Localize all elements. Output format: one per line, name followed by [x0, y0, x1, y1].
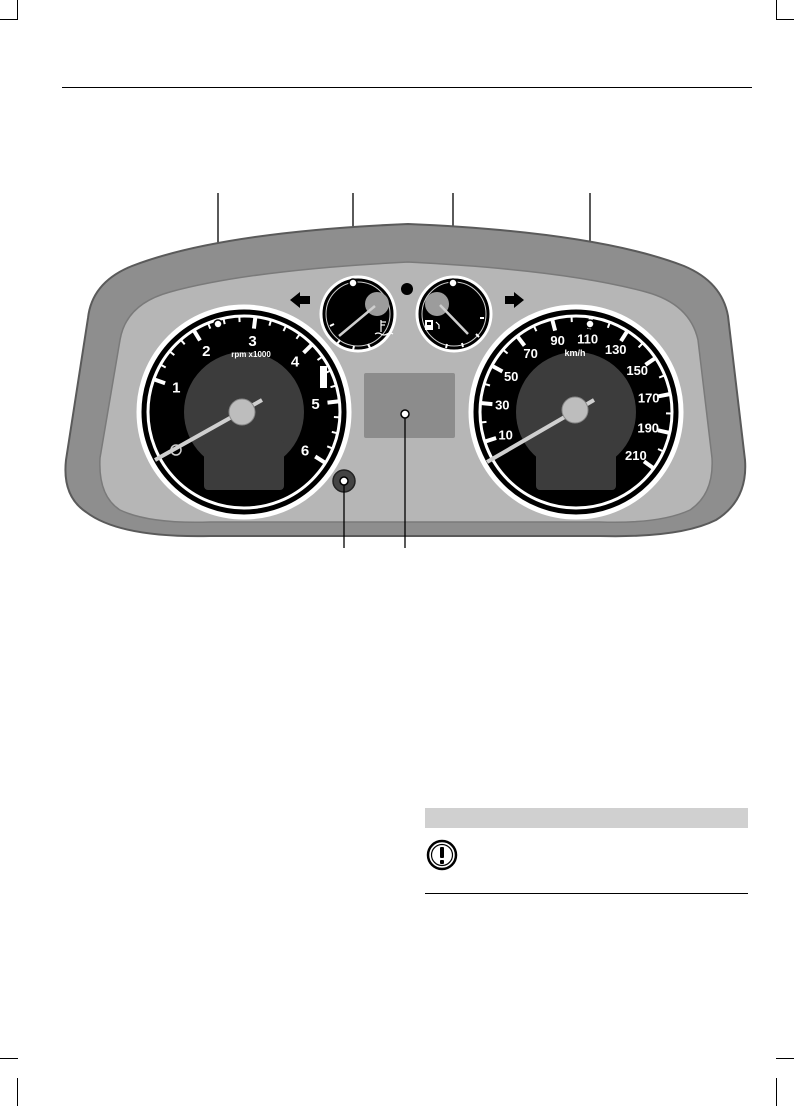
tachometer-scale-tick: [222, 317, 226, 325]
speedometer-scale-tick: [642, 459, 655, 471]
callout-dot-coolant: [348, 278, 358, 288]
tachometer-hub: [228, 398, 256, 426]
warning-exclamation-icon: [426, 839, 458, 871]
speedometer-scale-tick: [619, 329, 630, 343]
tachometer-scale-labels: 1 2 3 4 5 6: [172, 333, 320, 460]
speedometer-scale-tick: [532, 325, 538, 332]
speedometer-scale-tick: [480, 420, 487, 424]
callout-dot-speedometer: [585, 319, 595, 329]
callout-dot-tachometer: [213, 319, 223, 329]
tachometer-scale-label: 5: [311, 396, 319, 413]
tachometer-scale-tick: [316, 355, 323, 361]
speedometer-unit-label: km/h: [564, 348, 585, 358]
tachometer-scale-tick: [268, 319, 273, 326]
tachometer-scale-tick: [327, 399, 340, 405]
warning-bottom-rule: [425, 893, 748, 894]
tachometer-scale-tick: [153, 377, 166, 386]
speedometer-scale-tick: [484, 436, 497, 444]
information-display: [364, 373, 455, 438]
speedometer-scale-tick: [515, 334, 527, 347]
tachometer-scale-tick: [330, 384, 337, 389]
speedometer-scale-label: 190: [637, 421, 659, 436]
speedometer-scale-label: 110: [577, 332, 598, 347]
callout-dot-display: [400, 409, 410, 419]
instrument-cluster-illustration: 1 2 3 4 5 6 rpm x1000: [64, 193, 747, 548]
callout-dot-reset: [339, 476, 349, 486]
speedometer-scale-label: 210: [625, 448, 647, 463]
tachometer-scale-label: 6: [301, 442, 309, 459]
crop-mark-bottom-left-h: [0, 1058, 18, 1059]
tachometer-scale-tick: [314, 454, 327, 465]
speedometer-scale-label: 10: [498, 427, 512, 442]
speedometer-scale-tick: [502, 348, 509, 355]
speedometer-scale-tick: [550, 318, 558, 332]
tachometer-scale-label: 4: [291, 354, 300, 371]
tachometer-scale-label: 1: [172, 380, 180, 397]
coolant-temperature-icon: [374, 320, 394, 336]
speedometer-scale-tick: [480, 401, 493, 407]
tachometer: 1 2 3 4 5 6 rpm x1000: [136, 304, 352, 520]
tachometer-unit-label: rpm x1000: [231, 350, 271, 359]
tachometer-scale-tick: [207, 322, 212, 329]
speedometer-scale-tick: [658, 374, 666, 379]
tachometer-scale-tick: [160, 363, 167, 369]
right-turn-arrow-icon: [505, 292, 524, 308]
tachometer-scale-tick: [331, 430, 338, 435]
speedometer-scale-tick: [657, 448, 664, 453]
center-indicator-dot: [401, 283, 413, 295]
speedometer-ticks: [480, 316, 673, 471]
speedometer-scale-label: 50: [504, 369, 518, 384]
speedometer-scale-label: 30: [495, 398, 509, 413]
speedometer-scale-label: 170: [638, 391, 660, 406]
crop-mark-bottom-left: [17, 1078, 18, 1106]
fuel-gauge: [415, 275, 493, 353]
speedometer-scale-tick: [637, 342, 644, 349]
tachometer-ticks: [153, 316, 340, 465]
tachometer-scale-label: 3: [248, 333, 256, 350]
tachometer-scale-tick: [295, 333, 301, 340]
header-rule: [62, 87, 752, 88]
speedometer-scale-label: 70: [523, 346, 537, 361]
tachometer-scale-tick: [326, 445, 334, 450]
crop-mark-top-left-h: [0, 19, 18, 20]
tachometer-scale-label: 2: [202, 343, 210, 360]
speedometer-scale-label: 90: [550, 333, 564, 348]
tachometer-scale-tick: [302, 342, 314, 355]
fuel-pump-icon: [425, 320, 440, 330]
speedometer-hub: [561, 396, 589, 424]
speedometer-scale-tick: [606, 321, 611, 329]
crop-mark-top-right: [776, 0, 777, 20]
tachometer-scale-tick: [191, 329, 202, 342]
speedometer-scale-tick: [644, 356, 657, 367]
speedometer-scale-tick: [483, 382, 491, 387]
crop-mark-bottom-right: [776, 1078, 777, 1106]
tachometer-scale-tick: [180, 339, 186, 345]
callout-dot-fuel: [448, 278, 458, 288]
speedometer-scale-tick: [658, 392, 671, 399]
tachometer-scale-tick: [251, 316, 258, 329]
crop-mark-top-right-h: [776, 19, 794, 20]
speedometer-scale-tick: [490, 364, 504, 374]
tachometer-scale-tick: [168, 350, 175, 356]
tachometer-redline-marker: [320, 366, 327, 388]
warning-header-bar: [425, 808, 748, 828]
speedometer-scale-labels: 10 30 50 70 90 110 130 150 170 190 210: [495, 332, 659, 464]
speedometer-scale-tick: [657, 428, 671, 435]
crop-mark-bottom-right-h: [776, 1058, 794, 1059]
speedometer-scale-label: 130: [605, 342, 627, 357]
callout-lines-bottom: [343, 418, 406, 548]
speedometer-scale-label: 150: [626, 363, 648, 378]
coolant-temperature-gauge: [319, 275, 397, 353]
tachometer-scale-tick: [282, 325, 288, 332]
left-turn-arrow-icon: [290, 292, 310, 308]
crop-mark-top-left: [17, 0, 18, 20]
speedometer: 10 30 50 70 90 110 130 150 170 190 210 km/h: [468, 304, 684, 520]
